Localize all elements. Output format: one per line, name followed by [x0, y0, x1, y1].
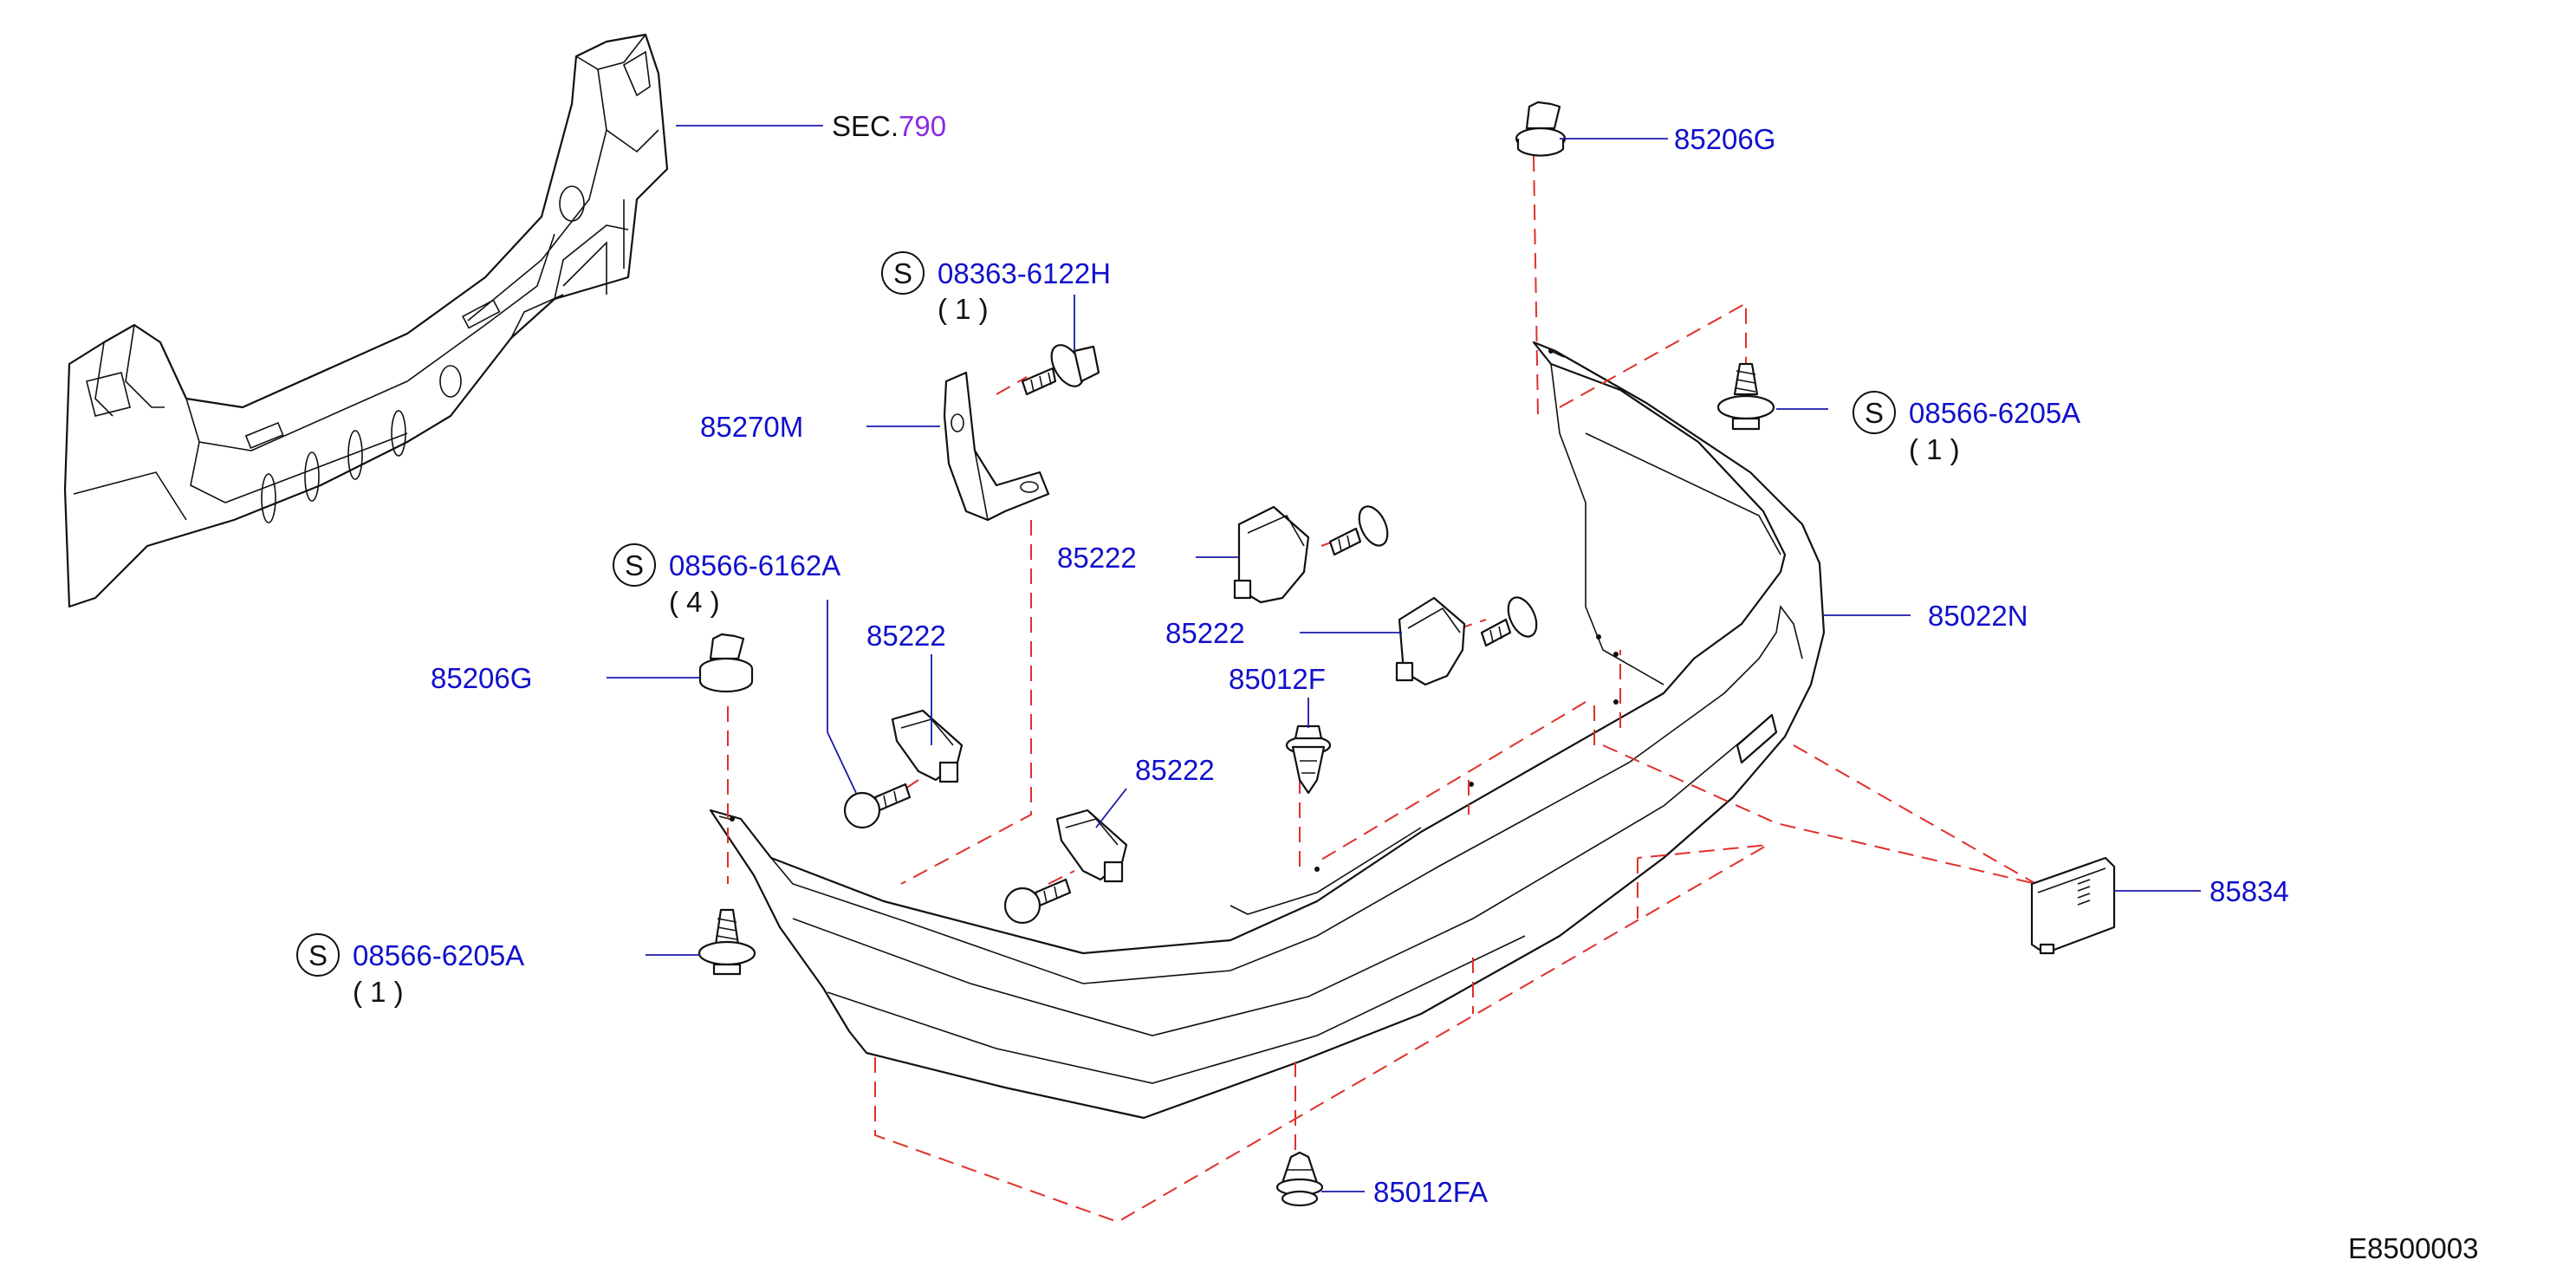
callout-85022n[interactable]: 85022N	[1928, 600, 2028, 632]
callout-08566-6205a-right-qty: ( 1 )	[1909, 433, 1960, 465]
bolt-85222-upper-drawing	[1328, 505, 1389, 556]
bolt-85222-middle-drawing	[1480, 596, 1538, 647]
part-labels: SEC.790 85206G 08363-6122H ( 1 ) 85270M …	[353, 110, 2478, 1264]
callout-85270m[interactable]: 85270M	[700, 411, 803, 443]
bolt-08566-6162a-drawing	[843, 783, 912, 829]
callout-08566-6162a-qty: ( 4 )	[669, 586, 720, 618]
callout-85206g-top[interactable]: 85206G	[1674, 123, 1775, 155]
callout-08566-6205a-right[interactable]: 08566-6205A	[1909, 397, 2080, 429]
leader-lines	[607, 125, 2201, 1192]
rear-body-panel-drawing	[63, 33, 669, 608]
standard-marker-08566-6205a-left-text: S	[308, 939, 328, 971]
standard-marker-08363-text: S	[893, 257, 912, 289]
standard-part-markers: S S S S	[296, 251, 1896, 977]
bolt-08363-6122h-drawing	[1021, 344, 1100, 396]
callout-85222-upper[interactable]: 85222	[1057, 542, 1137, 574]
retainer-85222-upper-drawing	[1233, 505, 1310, 604]
grommet-85206g-left-drawing	[698, 633, 754, 693]
callout-08566-6205a-left-qty: ( 1 )	[353, 976, 404, 1008]
section-reference-label[interactable]: SEC.790	[832, 110, 946, 142]
callout-85834[interactable]: 85834	[2209, 875, 2289, 907]
retainer-85222-lower-drawing	[1055, 809, 1128, 883]
clip-85012fa-drawing	[1275, 1151, 1324, 1207]
callout-85222-middle[interactable]: 85222	[1165, 617, 1245, 649]
retainer-85222-middle-drawing	[1395, 596, 1466, 686]
standard-marker-08566-6162a	[613, 543, 656, 587]
callout-85206g-left[interactable]: 85206G	[431, 662, 532, 694]
callout-08566-6205a-left[interactable]: 08566-6205A	[353, 939, 524, 971]
callout-85222-lower[interactable]: 85222	[1135, 754, 1215, 786]
diagram-code: E8500003	[2348, 1232, 2478, 1264]
callout-08363-6122h-qty: ( 1 )	[938, 293, 989, 325]
grommet-85206g-top-drawing	[1515, 101, 1567, 157]
rear-bumper-fascia-drawing	[709, 341, 1826, 1120]
callout-85012fa[interactable]: 85012FA	[1373, 1176, 1488, 1208]
cover-85834-drawing	[2030, 856, 2116, 955]
callout-08566-6162a[interactable]: 08566-6162A	[669, 549, 840, 581]
retainer-85222-left-drawing	[891, 709, 964, 783]
bolt-85222-lower-drawing	[1003, 878, 1072, 925]
callout-85012f[interactable]: 85012F	[1229, 663, 1326, 695]
section-ref-number: 790	[899, 110, 946, 142]
standard-marker-08363	[881, 251, 925, 295]
bolt-08566-6205a-right-drawing	[1716, 362, 1775, 431]
bracket-85270m-drawing	[943, 371, 1050, 522]
standard-marker-08566-6205a-right-text: S	[1865, 397, 1884, 429]
callout-08363-6122h[interactable]: 08363-6122H	[938, 257, 1111, 289]
standard-marker-08566-6205a-right	[1853, 391, 1896, 434]
standard-marker-08566-6205a-left	[296, 933, 340, 977]
section-ref-prefix: SEC.	[832, 110, 899, 142]
callout-85222-left[interactable]: 85222	[866, 620, 946, 652]
standard-marker-08566-6162a-text: S	[625, 549, 644, 581]
bolt-08566-6205a-left-drawing	[698, 908, 756, 976]
clip-85012f-drawing	[1285, 724, 1332, 795]
